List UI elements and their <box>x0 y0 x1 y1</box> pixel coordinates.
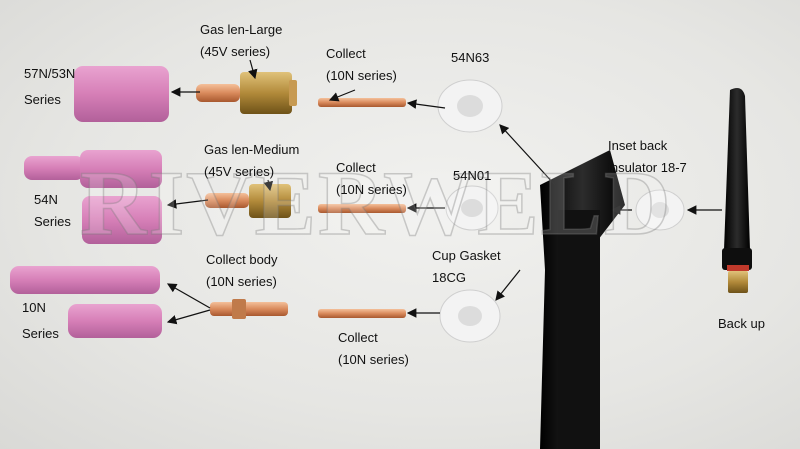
inset-back-insulator <box>635 189 685 231</box>
nozzle-54n-long <box>24 150 162 188</box>
label-gas-lens-medium: Gas len-Medium (45V series) <box>204 142 300 179</box>
watermark: RIVERWELD <box>79 151 673 255</box>
leader-lines <box>166 59 722 325</box>
collet-top <box>318 98 406 107</box>
label-collect-bottom: Collect (10N series) <box>338 330 409 367</box>
label-inset-back-insulator: Inset back insulator 18-7 <box>608 138 687 175</box>
label-collect-top: Collect (10N series) <box>326 46 397 83</box>
cup-gasket-18cg <box>439 289 501 343</box>
label-nozzle-57n: 57N/53N Series <box>24 66 76 107</box>
label-54n63: 54N63 <box>451 50 490 65</box>
label-54n01: 54N01 <box>453 168 492 183</box>
label-nozzle-54n: 54N Series <box>34 192 71 229</box>
nozzle-10n-top <box>10 266 160 294</box>
collet-middle <box>318 204 406 213</box>
torch-body <box>540 150 625 449</box>
nozzle-54n-short <box>82 196 162 244</box>
label-collect-body: Collect body (10N series) <box>206 252 278 289</box>
collet-bottom <box>318 309 406 318</box>
nozzle-10n-bottom <box>68 304 162 338</box>
label-cup-gasket: Cup Gasket 18CG <box>432 248 501 285</box>
label-collect-mid: Collect (10N series) <box>336 160 407 197</box>
insulator-54n63 <box>437 79 503 133</box>
label-back-up: Back up <box>718 316 765 331</box>
insulator-54n01 <box>445 185 499 231</box>
back-cap <box>722 88 752 293</box>
label-gas-lens-large: Gas len-Large (45V series) <box>200 22 283 59</box>
gas-lens-medium <box>205 184 291 218</box>
nozzle-57n-large <box>74 66 169 122</box>
label-nozzle-10n: 10N Series <box>22 300 59 341</box>
gas-lens-large <box>196 72 297 114</box>
collet-body <box>210 299 288 319</box>
